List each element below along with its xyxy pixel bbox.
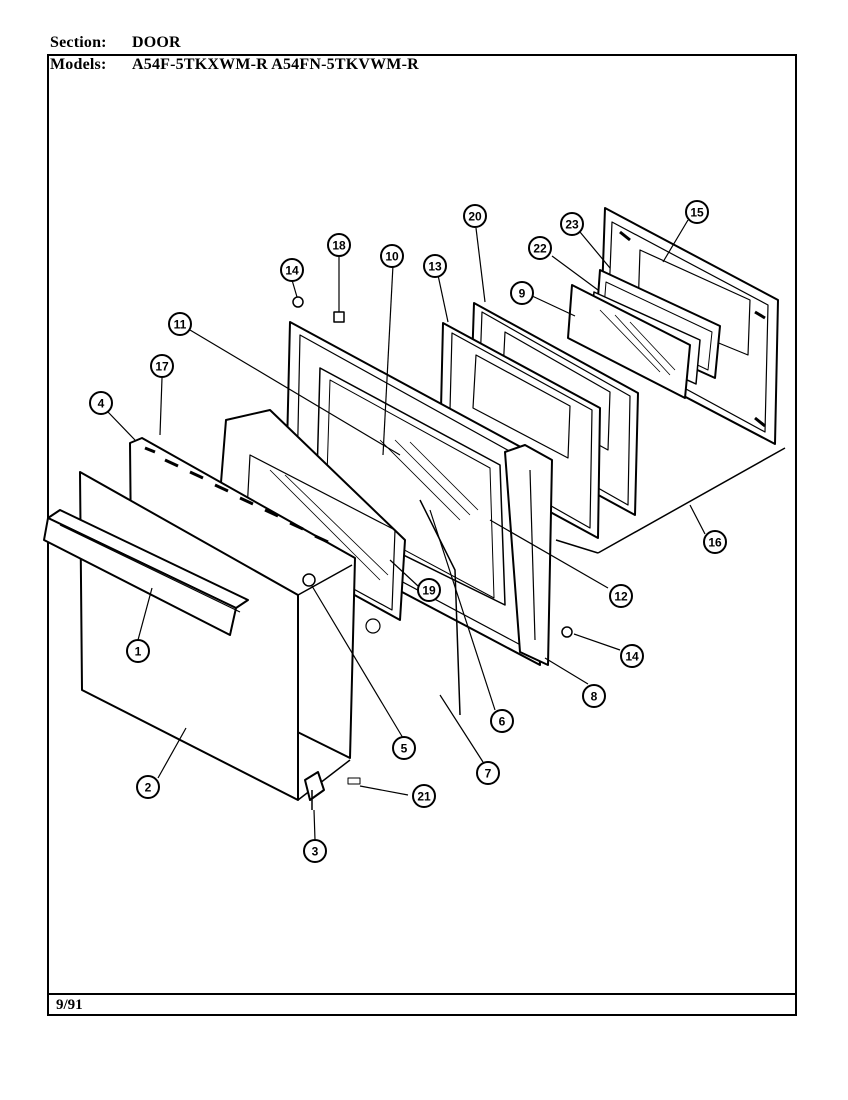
callout-label: 8 bbox=[591, 690, 598, 704]
callout-label: 9 bbox=[519, 287, 526, 301]
callout-circle bbox=[510, 281, 534, 305]
callout-c15: 15 bbox=[685, 200, 709, 224]
callout-circle bbox=[582, 684, 606, 708]
callout-c5: 5 bbox=[392, 736, 416, 760]
part-side-channel bbox=[504, 444, 553, 666]
callout-circle bbox=[609, 584, 633, 608]
section-label: Section: bbox=[50, 34, 107, 51]
models-label: Models: bbox=[50, 56, 107, 73]
callout-label: 4 bbox=[98, 397, 105, 411]
callout-label: 10 bbox=[385, 250, 399, 264]
callout-c17: 17 bbox=[150, 354, 174, 378]
callout-circle bbox=[280, 258, 304, 282]
footer-date: 9/91 bbox=[56, 997, 83, 1013]
callout-circle bbox=[136, 775, 160, 799]
callout-circle bbox=[490, 709, 514, 733]
callout-label: 5 bbox=[401, 742, 408, 756]
part-inner-glass bbox=[567, 284, 691, 399]
callout-circle bbox=[417, 578, 441, 602]
callout-circle bbox=[89, 391, 113, 415]
callout-label: 2 bbox=[145, 781, 152, 795]
callout-c14b: 14 bbox=[620, 644, 644, 668]
callout-label: 14 bbox=[625, 650, 639, 664]
callout-circle bbox=[620, 644, 644, 668]
part-hinge bbox=[304, 771, 325, 810]
callout-circle bbox=[126, 639, 150, 663]
footer-divider bbox=[47, 993, 797, 995]
callout-c6: 6 bbox=[490, 709, 514, 733]
callout-c20: 20 bbox=[463, 204, 487, 228]
callout-circle bbox=[168, 312, 192, 336]
callout-c8: 8 bbox=[582, 684, 606, 708]
callout-label: 19 bbox=[422, 584, 436, 598]
callout-label: 17 bbox=[155, 360, 169, 374]
callout-circle bbox=[423, 254, 447, 278]
callout-label: 6 bbox=[499, 715, 506, 729]
callout-c1: 1 bbox=[126, 639, 150, 663]
callout-circle bbox=[327, 233, 351, 257]
part-handle bbox=[43, 509, 249, 636]
callout-label: 14 bbox=[285, 264, 299, 278]
callout-circle bbox=[703, 530, 727, 554]
callout-label: 18 bbox=[332, 239, 346, 253]
models-value: A54F-5TKXWM-R A54FN-5TKVWM-R bbox=[132, 56, 419, 73]
callout-label: 1 bbox=[135, 645, 142, 659]
callout-label: 12 bbox=[614, 590, 628, 604]
callout-label: 7 bbox=[485, 767, 492, 781]
callout-c19: 19 bbox=[417, 578, 441, 602]
callout-label: 21 bbox=[417, 790, 431, 804]
callout-c22: 22 bbox=[528, 236, 552, 260]
callout-label: 3 bbox=[312, 845, 319, 859]
callout-c21: 21 bbox=[412, 784, 436, 808]
leader-lines bbox=[107, 219, 706, 841]
callout-c14a: 14 bbox=[280, 258, 304, 282]
callout-c13: 13 bbox=[423, 254, 447, 278]
callout-label: 22 bbox=[533, 242, 547, 256]
callout-c12: 12 bbox=[609, 584, 633, 608]
callout-label: 20 bbox=[468, 210, 482, 224]
callout-circle bbox=[560, 212, 584, 236]
callout-c7: 7 bbox=[476, 761, 500, 785]
callout-c4: 4 bbox=[89, 391, 113, 415]
callout-circle bbox=[380, 244, 404, 268]
callout-circle bbox=[150, 354, 174, 378]
callout-label: 11 bbox=[174, 318, 187, 332]
callout-circle bbox=[303, 839, 327, 863]
callout-label: 16 bbox=[708, 536, 722, 550]
section-value: DOOR bbox=[132, 34, 181, 51]
callout-label: 23 bbox=[565, 218, 579, 232]
callout-c16: 16 bbox=[703, 530, 727, 554]
callout-circle bbox=[412, 784, 436, 808]
callout-c2: 2 bbox=[136, 775, 160, 799]
callout-c10: 10 bbox=[380, 244, 404, 268]
callout-label: 15 bbox=[690, 206, 704, 220]
callout-circle bbox=[528, 236, 552, 260]
callout-circle bbox=[476, 761, 500, 785]
callout-circle bbox=[685, 200, 709, 224]
callout-c3: 3 bbox=[303, 839, 327, 863]
callout-circle bbox=[392, 736, 416, 760]
callout-c11: 11 bbox=[168, 312, 192, 336]
callout-c18: 18 bbox=[327, 233, 351, 257]
callout-c23: 23 bbox=[560, 212, 584, 236]
callout-c9: 9 bbox=[510, 281, 534, 305]
callout-label: 13 bbox=[428, 260, 442, 274]
callout-circle bbox=[463, 204, 487, 228]
